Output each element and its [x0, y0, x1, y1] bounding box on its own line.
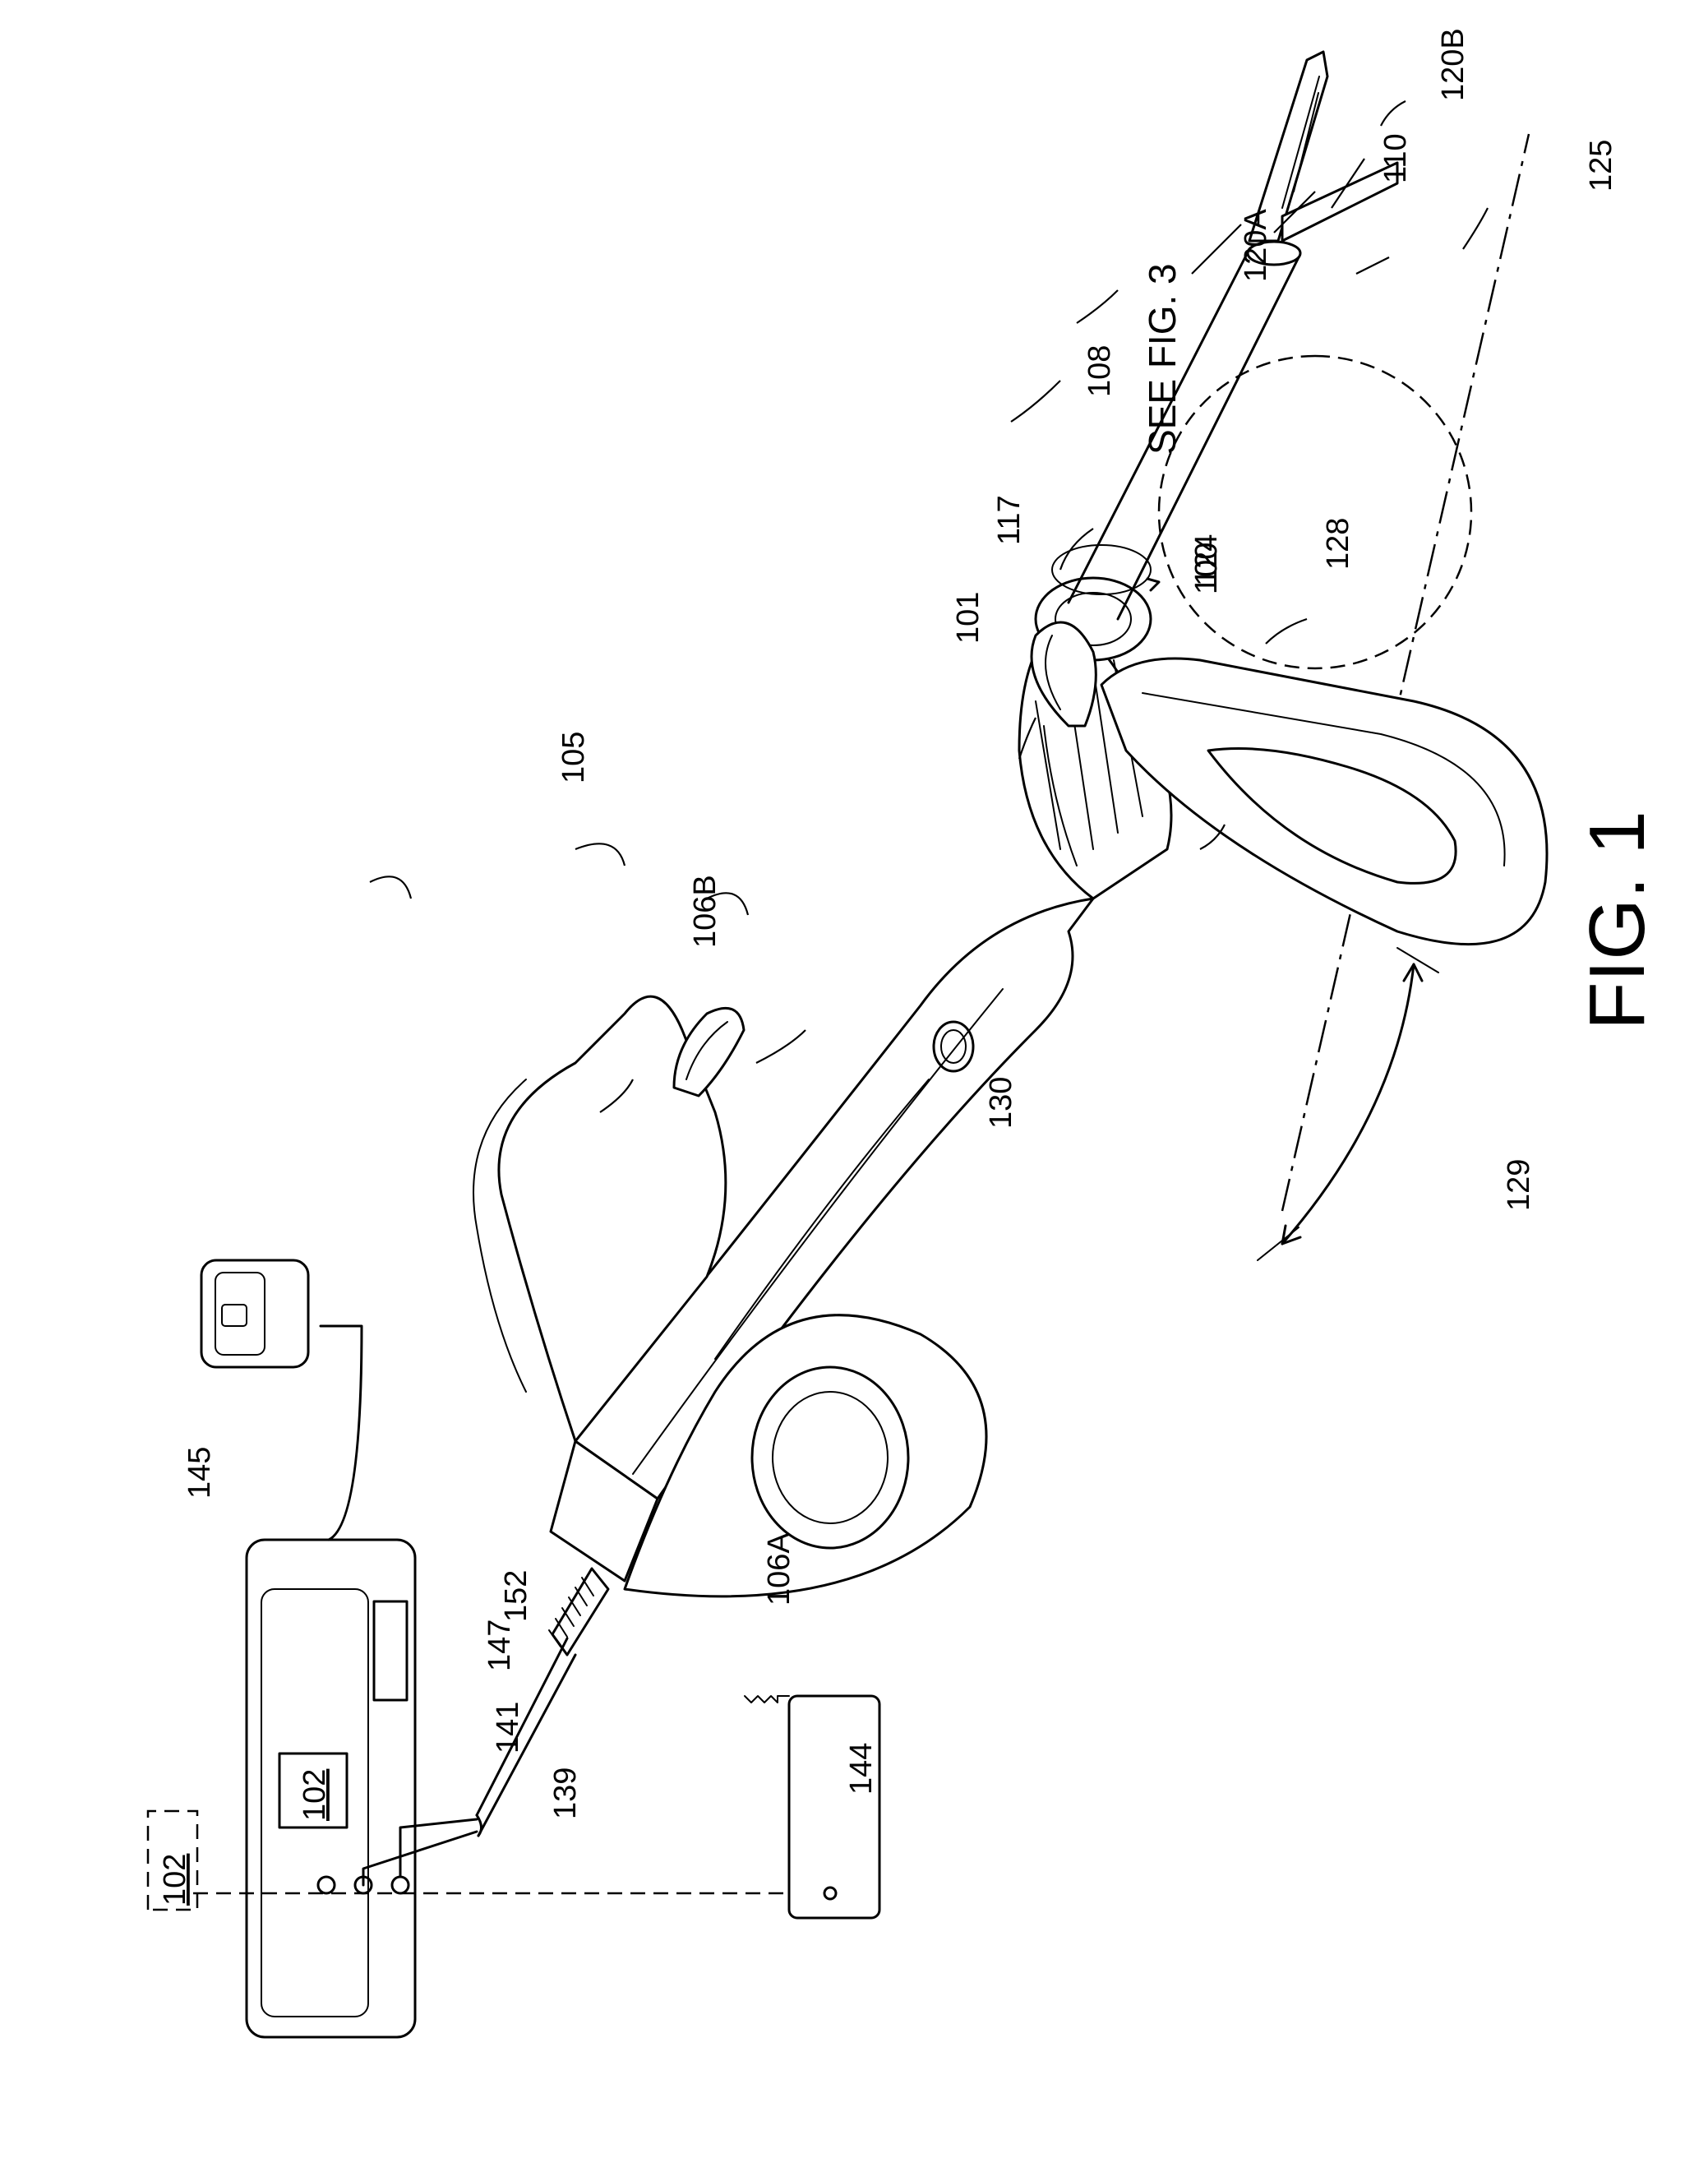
label-end-effector: 110: [1378, 133, 1413, 183]
port-top: [392, 1877, 409, 1893]
label-housing-b: 106B: [688, 875, 722, 948]
power-cord: [321, 1326, 362, 1540]
wall-outlet: [201, 1260, 308, 1367]
strain-relief: [549, 1569, 608, 1655]
generator-display: [374, 1601, 407, 1700]
figure-caption: FIG. 1: [1573, 811, 1661, 1030]
port-bottom: [318, 1877, 335, 1893]
label-display: 147: [482, 1620, 517, 1671]
ground-pad: [745, 1696, 879, 1918]
label-lever-travel: 129: [1502, 1159, 1536, 1211]
label-controller-remote: 102: [158, 1854, 192, 1906]
lead-139: [363, 1832, 477, 1885]
detail-circle: [1159, 356, 1471, 668]
label-lever: 128: [1321, 518, 1355, 570]
label-jaw-b: 120B: [1436, 28, 1470, 101]
label-trigger-link: 124: [1189, 534, 1224, 586]
label-shaft: 108: [1083, 345, 1117, 397]
label-instrument: 101: [951, 592, 986, 644]
label-rotation: 117: [992, 495, 1027, 545]
activation-button: [674, 1008, 744, 1096]
label-housing-a: 106A: [762, 1532, 796, 1606]
lever-travel-arc: [1258, 948, 1438, 1260]
label-generator: 145: [182, 1447, 217, 1499]
longitudinal-axis-line: [1282, 134, 1529, 1211]
label-axis: 125: [1584, 140, 1618, 192]
label-button: 130: [984, 1077, 1018, 1129]
leader-lines: [370, 101, 1488, 1112]
label-ground: 144: [844, 1743, 879, 1795]
see-note: SEE FIG. 3: [1141, 263, 1184, 455]
lead-141: [400, 1819, 477, 1877]
label-controller-box: 102: [298, 1769, 332, 1821]
label-lead-141: 141: [491, 1702, 525, 1754]
label-handle: 105: [556, 732, 591, 783]
label-cable: 152: [499, 1570, 533, 1622]
label-jaw-a: 120A: [1239, 209, 1273, 282]
label-lead-139: 139: [548, 1767, 583, 1819]
reference-labels: 100 101 105 106B 106A 108 117 110 120A 1…: [158, 28, 1661, 1906]
